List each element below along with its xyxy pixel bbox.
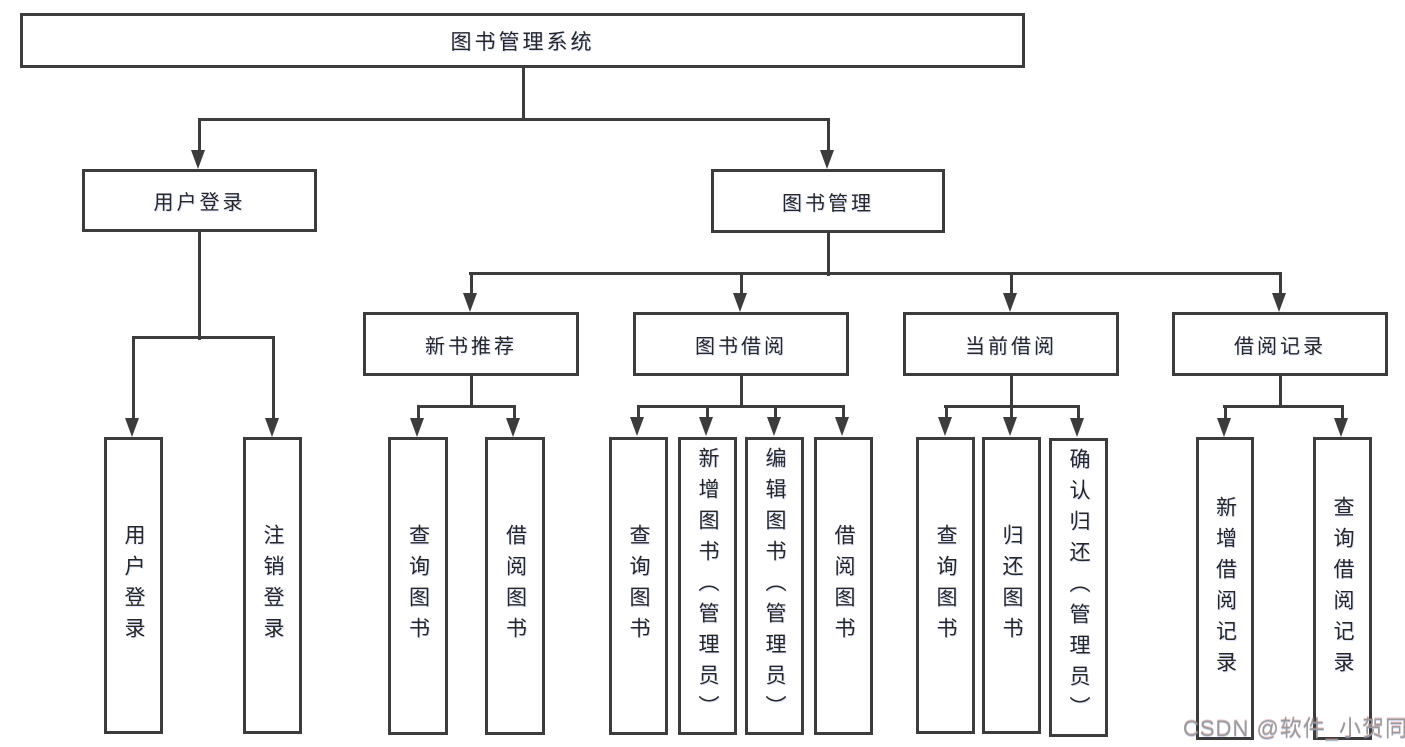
leaf-label: 查询图书	[627, 524, 650, 648]
connector-line	[706, 406, 709, 422]
arrowhead-down-icon	[506, 418, 520, 437]
leaf-add-books-admin: 新增图书（管理员）	[678, 437, 737, 735]
arrowhead-down-icon	[767, 417, 781, 436]
connector-line	[132, 337, 135, 423]
connector-line	[1279, 273, 1282, 298]
connector-line	[1223, 405, 1344, 408]
leaf-label: 新增图书（管理员）	[696, 446, 719, 726]
node-book-borrow: 图书借阅	[633, 312, 849, 376]
arrowhead-down-icon	[125, 418, 139, 437]
connector-line	[1010, 376, 1013, 408]
connector-line	[132, 336, 275, 339]
connector-line	[1077, 406, 1080, 423]
connector-line	[1010, 273, 1013, 298]
leaf-label: 查询借阅记录	[1331, 495, 1354, 682]
arrowhead-down-icon	[820, 150, 834, 169]
node-user-login: 用户登录	[82, 169, 317, 232]
connector-line	[198, 118, 830, 121]
leaf-query-books-3: 查询图书	[916, 437, 975, 734]
leaf-query-books-2: 查询图书	[609, 437, 668, 735]
leaf-borrow-books-2: 借阅图书	[814, 437, 873, 735]
arrowhead-down-icon	[1070, 418, 1084, 437]
connector-line	[945, 406, 948, 422]
arrowhead-down-icon	[1003, 293, 1017, 312]
leaf-label: 查询图书	[406, 524, 430, 648]
csdn-watermark: CSDN @软件_小贺同学	[1183, 716, 1405, 741]
node-new-book-recommend: 新书推荐	[363, 312, 579, 376]
arrowhead-down-icon	[463, 293, 477, 312]
leaf-query-borrow-record: 查询借阅记录	[1313, 437, 1372, 740]
connector-line	[272, 337, 275, 423]
connector-line	[513, 406, 516, 423]
connector-line	[774, 406, 777, 422]
node-current-borrow: 当前借阅	[903, 312, 1119, 376]
leaf-label: 归还图书	[1000, 523, 1023, 648]
leaf-label: 查询图书	[934, 523, 957, 648]
arrowhead-down-icon	[1334, 418, 1348, 437]
leaf-label: 确认归还（管理员）	[1067, 448, 1090, 727]
connector-line	[522, 68, 525, 121]
connector-line	[637, 405, 845, 408]
leaf-logout: 注销登录	[243, 437, 302, 734]
connector-line	[842, 406, 845, 422]
connector-line	[417, 405, 516, 408]
arrowhead-down-icon	[1217, 418, 1231, 437]
node-root: 图书管理系统	[20, 13, 1025, 68]
arrowhead-down-icon	[835, 417, 849, 436]
arrowhead-down-icon	[410, 418, 424, 437]
node-borrow-records: 借阅记录	[1172, 312, 1388, 376]
leaf-label: 借阅图书	[832, 524, 855, 648]
leaf-borrow-books-1: 借阅图书	[485, 437, 545, 735]
connector-line	[1224, 406, 1227, 423]
connector-line	[637, 406, 640, 422]
connector-line	[1341, 406, 1344, 423]
leaf-label: 新增借阅记录	[1213, 495, 1237, 682]
arrowhead-down-icon	[699, 417, 713, 436]
arrowhead-down-icon	[733, 293, 747, 312]
arrowhead-down-icon	[1003, 417, 1017, 436]
leaf-label: 注销登录	[261, 523, 284, 648]
leaf-label: 编辑图书（管理员）	[763, 446, 786, 726]
leaf-label: 用户登录	[122, 523, 145, 648]
connector-line	[470, 273, 473, 298]
connector-line	[417, 406, 420, 423]
leaf-query-books-1: 查询图书	[388, 437, 448, 735]
connector-line	[827, 119, 830, 155]
connector-line	[469, 272, 1282, 275]
connector-line	[740, 273, 743, 298]
connector-line	[1010, 406, 1013, 422]
leaf-add-borrow-record: 新增借阅记录	[1196, 437, 1254, 740]
connector-line	[740, 376, 743, 408]
arrowhead-down-icon	[938, 417, 952, 436]
leaf-confirm-return-admin: 确认归还（管理员）	[1049, 438, 1108, 737]
node-book-management: 图书管理	[711, 169, 945, 233]
connector-line	[198, 119, 201, 155]
leaf-user-login: 用户登录	[104, 437, 163, 734]
arrowhead-down-icon	[630, 417, 644, 436]
connector-line	[470, 376, 473, 408]
arrowhead-down-icon	[1272, 293, 1286, 312]
leaf-edit-books-admin: 编辑图书（管理员）	[745, 437, 804, 735]
connector-line	[198, 232, 201, 340]
leaf-return-books: 归还图书	[982, 437, 1041, 734]
connector-line	[827, 233, 830, 276]
arrowhead-down-icon	[265, 418, 279, 437]
arrowhead-down-icon	[191, 150, 205, 169]
leaf-label: 借阅图书	[503, 524, 527, 648]
connector-line	[1279, 376, 1282, 408]
